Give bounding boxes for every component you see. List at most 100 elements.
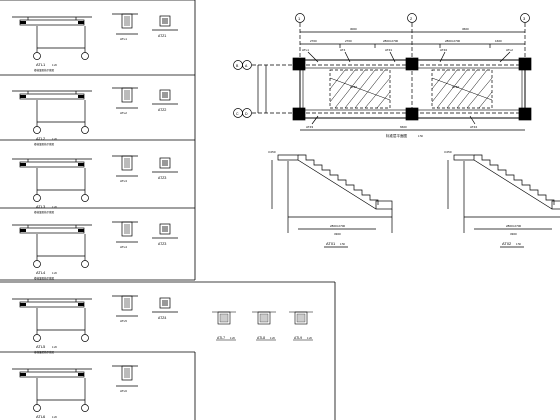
axis-bubble-d xyxy=(242,108,252,118)
small-section-labels: ATL7 ATL8 ATL9 1:20 1:20 1:20 xyxy=(217,336,312,340)
stair-scale: 1:50 xyxy=(516,243,521,246)
detail-note: 楼梯梁配筋示意图 xyxy=(34,68,55,72)
detail-label: ATL4 xyxy=(36,270,46,275)
support-left xyxy=(20,373,26,376)
support-right xyxy=(78,163,84,166)
dim-total: 6600 xyxy=(400,125,407,129)
column-fill xyxy=(162,300,168,306)
bottom-landing xyxy=(551,200,560,210)
support-right xyxy=(78,373,84,376)
detail-label: ATL5 xyxy=(36,344,46,349)
axis-bubble xyxy=(33,126,41,134)
section-label: ATL5 xyxy=(120,319,127,323)
axis-bubble xyxy=(33,334,41,342)
section-fill xyxy=(124,224,130,234)
column-label: ATZ1 xyxy=(158,34,166,38)
axis-bubble xyxy=(33,194,41,202)
stair-label: AT01 xyxy=(326,241,336,246)
beam-section xyxy=(121,365,133,381)
dim-seg-0: 2700 xyxy=(310,39,317,43)
axis-label-3: 3 xyxy=(523,16,526,21)
detail-scale: 1:20 xyxy=(52,206,57,209)
detail-note: 楼梯梁配筋示意图 xyxy=(34,276,55,280)
section-label: ATL1 xyxy=(120,37,127,41)
axis-bubble xyxy=(33,52,41,60)
detail-scale: 1:20 xyxy=(52,346,57,349)
detail-label: ATL3 xyxy=(36,204,46,209)
level-mark: 3.050 xyxy=(268,150,276,154)
axis-bubble-a xyxy=(242,60,252,70)
axis-label-a: A xyxy=(245,64,248,68)
stair-plan-text: 1 2 3 B A C D 3000 3600 2700 2700 2800×2… xyxy=(236,16,526,138)
detail-label: ATL1 xyxy=(36,62,46,67)
column-section xyxy=(159,297,171,309)
stair-steps xyxy=(298,154,379,205)
mark-atz1: ATZ1 xyxy=(385,48,392,52)
axis-label-b: B xyxy=(236,64,239,68)
mark-atz2: ATZ2 xyxy=(440,48,447,52)
beam-body xyxy=(19,93,85,100)
mark-at4: AT4 xyxy=(340,48,346,52)
column-fill xyxy=(162,18,168,24)
detail-note: 楼梯梁配筋示意图 xyxy=(34,350,55,354)
beam-body xyxy=(19,301,85,308)
top-landing xyxy=(277,154,299,161)
column-section xyxy=(159,157,171,169)
beam-section xyxy=(121,295,133,311)
dim-seg-1: 2700 xyxy=(345,39,352,43)
column-section xyxy=(159,15,171,27)
detail-scale: 1:20 xyxy=(52,64,57,67)
column-label: ATZ2 xyxy=(158,108,166,112)
mark-atb1: ATB1 xyxy=(350,85,358,89)
dim-left: 3000 xyxy=(350,27,357,31)
detail-scale: 1:20 xyxy=(52,138,57,141)
section-fill xyxy=(124,16,130,26)
small-scale-1: 1:20 xyxy=(270,337,275,340)
panel-frames xyxy=(0,0,336,420)
run-dim: 2800×2700 xyxy=(330,224,345,228)
stair-label: AT02 xyxy=(502,241,512,246)
detail-label: ATL2 xyxy=(36,136,46,141)
support-left xyxy=(20,95,26,98)
small-section-label-2: ATL9 xyxy=(294,336,302,340)
axis-bubble xyxy=(81,334,89,342)
dim-seg-2: 2800×2700 xyxy=(383,39,398,43)
axis-bubble xyxy=(81,194,89,202)
support-right xyxy=(78,95,84,98)
detail-scale: 1:20 xyxy=(52,272,57,275)
section-fill xyxy=(124,298,130,308)
bottom-landing xyxy=(375,200,393,210)
detail-label: ATL6 xyxy=(36,414,46,419)
beam-body xyxy=(19,19,85,26)
top-landing xyxy=(453,154,475,161)
stair-steps xyxy=(474,154,555,205)
axis-bubble xyxy=(81,404,89,412)
column-label: ATZ3 xyxy=(158,176,166,180)
small-scale-2: 1:20 xyxy=(307,337,312,340)
section-label: ATL6 xyxy=(120,389,127,393)
section-fill xyxy=(124,90,130,100)
section-fill xyxy=(124,158,130,168)
total-dim: 3300 xyxy=(510,232,517,236)
support-left xyxy=(20,21,26,24)
column-label: ATZ3 xyxy=(158,242,166,246)
section-label: ATL4 xyxy=(120,245,127,249)
support-right xyxy=(78,229,84,232)
mark-atz3: ATZ3 xyxy=(306,125,313,129)
total-dim: 3300 xyxy=(334,232,341,236)
axis-bubble xyxy=(81,52,89,60)
run-dim: 2800×2700 xyxy=(506,224,521,228)
section-fill xyxy=(124,368,130,378)
section-label: ATL3 xyxy=(120,179,127,183)
stair-soffit xyxy=(473,159,553,210)
mark-atb2: ATB2 xyxy=(452,85,460,89)
beam-section xyxy=(121,13,133,29)
column-label: ATZ4 xyxy=(158,316,166,320)
small-scale-0: 1:20 xyxy=(230,337,235,340)
